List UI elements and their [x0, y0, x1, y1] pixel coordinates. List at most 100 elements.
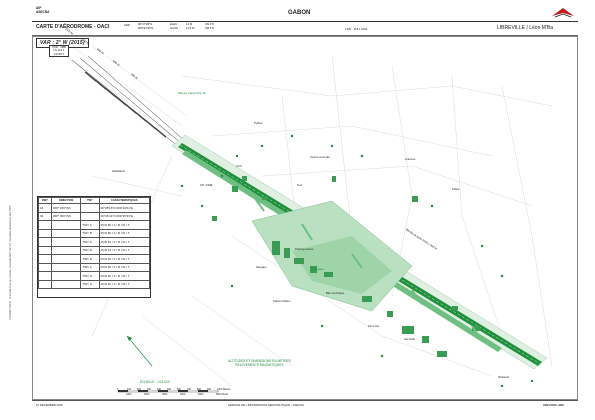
- scale-tick-ft-label: 3000: [162, 393, 168, 396]
- scale-tick-label: 100: [127, 388, 131, 391]
- table-cell: [50, 220, 82, 230]
- footer-page: AD2-FOOL-ADC: [543, 403, 565, 407]
- label-tour: Tour: [297, 183, 303, 187]
- elev-ft: (39 FT): [205, 22, 215, 26]
- apron-main: [292, 236, 392, 294]
- table-cell: [38, 279, 52, 289]
- label-station-meteo: Station Météo: [273, 299, 291, 303]
- aerodrome-map: [51, 45, 553, 388]
- twr-frequency: TWR : 118.1 MHZ: [345, 27, 368, 31]
- table-cell: [50, 237, 82, 247]
- label-aerogare: Aérogare: [312, 267, 324, 271]
- approach-light-bars: [84, 71, 167, 138]
- label-aeroclub: Aéroclub: [404, 337, 416, 341]
- table-cell: [50, 262, 82, 272]
- scale-tick-ft-label: 1000: [126, 393, 132, 396]
- label-gp-dme: GP / DME: [200, 183, 213, 187]
- org-asecna: ASECNA: [36, 10, 50, 14]
- table-cell: TWY B: [80, 228, 100, 238]
- table-cell: TWY C: [80, 237, 100, 247]
- table-cell: [50, 245, 82, 255]
- label-zone-fret: Zone fret: [368, 324, 380, 328]
- arp-lat: 00°27'28"N: [138, 22, 152, 26]
- scale-tick-ft-label: 2000: [144, 393, 150, 396]
- table-cell: [38, 271, 52, 281]
- scale-tick-label: 800: [197, 388, 201, 391]
- table-cell: PCN 44 / F / B / W / T: [98, 245, 151, 255]
- table-cell: 16: [38, 203, 52, 213]
- table-cell: 338° 336°(M): [50, 211, 82, 221]
- table-cell: 158° 156°(M): [50, 203, 82, 213]
- approach-lines: [71, 55, 185, 149]
- units-note: ALTITUDES ET DIMENSIONS EN METRES RELEVE…: [228, 359, 291, 368]
- map-frame: [32, 36, 578, 400]
- note-elevations: ALTITUDES ET DIMENSIONS EN METRES: [228, 359, 291, 363]
- scale-tick-label: 400: [157, 388, 161, 391]
- table-cell: [38, 262, 52, 272]
- label-loc: LOC: [236, 164, 242, 168]
- gund-label: GUND :: [170, 26, 180, 30]
- table-cell: [50, 279, 82, 289]
- table-cell: TWY D: [80, 245, 100, 255]
- table-cell: [50, 228, 82, 238]
- table-header-rwy: RWY: [38, 197, 52, 204]
- table-cell: PCN 66 / F / B / W / T: [98, 220, 151, 230]
- gund-value: 11.5 M: [186, 26, 195, 30]
- scale-tick-ft-label: 4000: [180, 393, 186, 396]
- footer-date: 10 DECEMBRE 2015: [36, 403, 63, 407]
- scale-title: ECHELLE : 1/18 000: [140, 380, 170, 384]
- table-cell: [38, 228, 52, 238]
- country-title: GABON: [288, 10, 311, 16]
- table-cell: PCN 60 / F / B / W / T: [98, 228, 151, 238]
- label-obstacle: Obstacle: [498, 375, 510, 379]
- table-cell: TWY A: [80, 220, 100, 230]
- boundary-lines: [51, 45, 188, 337]
- arp-label: ARP :: [124, 23, 132, 27]
- label-bloc-technique: Bloc technique: [326, 291, 345, 295]
- scale-tick-ft-label: 6000 Pieds: [216, 393, 228, 396]
- table-cell: [38, 254, 52, 264]
- table-cell: 00°26'41"N 009°25'33"E: [98, 211, 151, 221]
- scale-tick-label: 600: [177, 388, 181, 391]
- label-heliport: Hélistation: [112, 169, 126, 173]
- vor-line3: CH 89 X: [53, 51, 65, 56]
- note-bearings: RELEVEMENTS MAGNETIQUES: [235, 362, 284, 367]
- vor-line2: LS 113.1: [53, 48, 65, 53]
- table-cell: PCN 40 / F / B / W / T: [98, 279, 151, 289]
- label-pylone: Pylône: [254, 121, 263, 125]
- table-cell: TWY F: [80, 262, 100, 272]
- scale-tick-label: 0: [117, 388, 119, 391]
- footer-service: SERVICE DE L'INFORMATION AERONAUTIQUE - …: [228, 403, 304, 407]
- table-cell: [50, 254, 82, 264]
- table-cell: [38, 220, 52, 230]
- buildings: [212, 176, 480, 357]
- table-cell: [38, 245, 52, 255]
- table-cell: TWY H: [80, 279, 100, 289]
- table-cell: 34: [38, 211, 52, 221]
- elev-label: ELEV :: [170, 22, 179, 26]
- vor-line1: VOR : OBB: [51, 45, 67, 49]
- label-parking: Parking avions: [295, 247, 314, 251]
- scale-tick-label: 300: [147, 388, 151, 391]
- asecna-logo-icon: [552, 8, 574, 18]
- scale-tick-label: 900: [207, 388, 211, 391]
- scale-tick-label: 700: [187, 388, 191, 391]
- table-cell: TWY G: [80, 271, 100, 281]
- label-hangars: Hangars: [256, 265, 267, 269]
- scale-tick-label: 1000 Mètres: [217, 388, 231, 391]
- taxiway-connectors: [251, 193, 481, 339]
- table-cell: [50, 271, 82, 281]
- location-name: LIBREVILLE / Léon M'Ba: [497, 25, 553, 31]
